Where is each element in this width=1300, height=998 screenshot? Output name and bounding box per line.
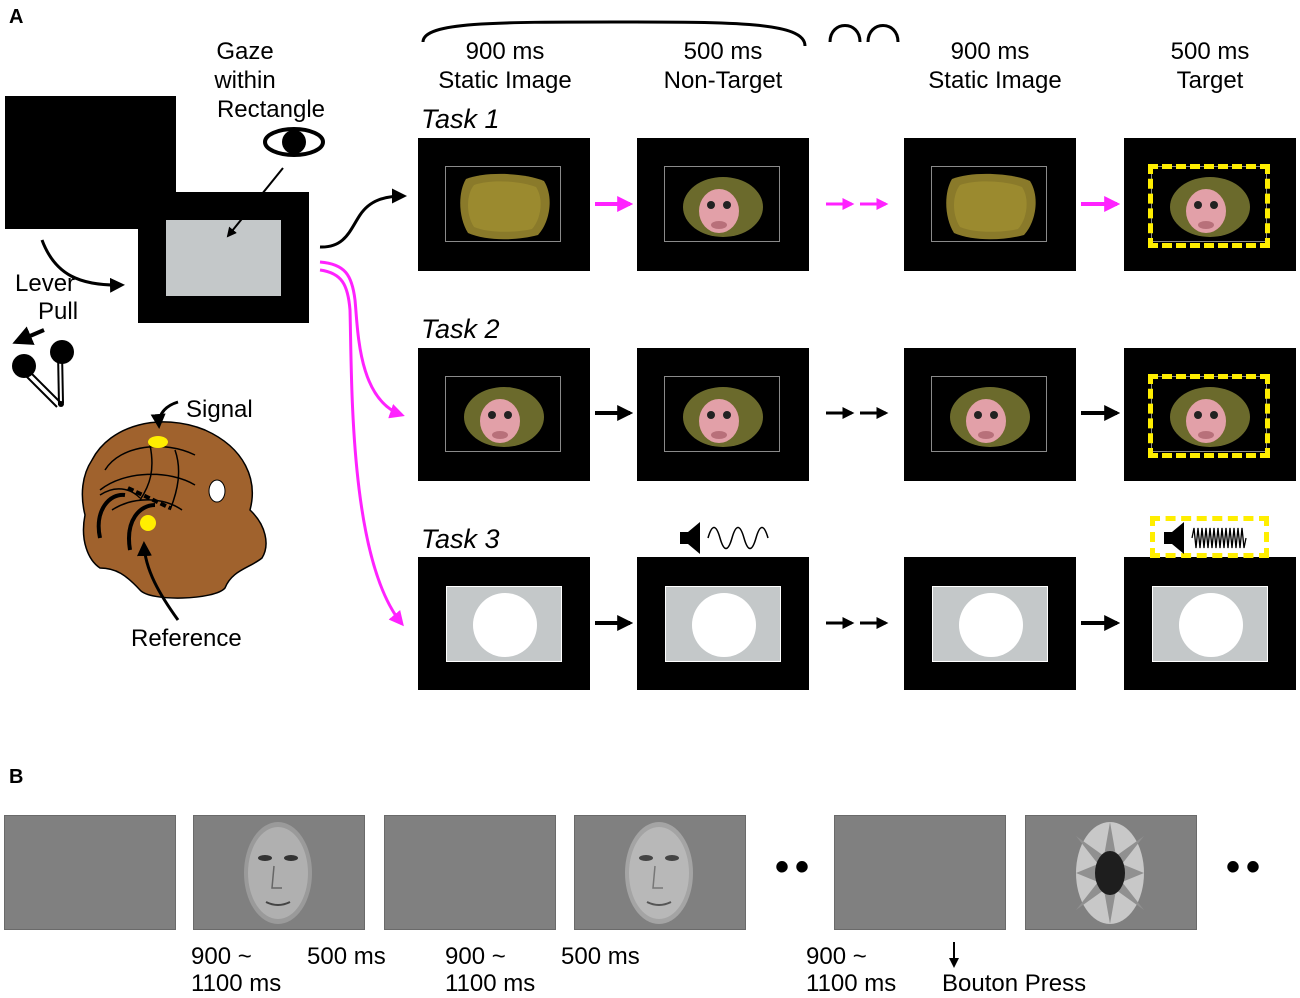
- speaker-high-tone-icon: [1164, 522, 1247, 554]
- b-timing-3-line1: 900 ~: [445, 943, 506, 970]
- signal-label: Signal: [186, 396, 253, 423]
- task3-static-frame-2: [904, 557, 1076, 690]
- header-2-duration: 500 ms: [683, 38, 763, 65]
- task2-static-frame: [418, 348, 590, 481]
- header-3-desc: Static Image: [928, 67, 1062, 94]
- b-timing-1-line2: 1100 ms: [191, 970, 282, 997]
- panel-a-letter: A: [9, 6, 24, 28]
- panel-b-letter: B: [9, 766, 24, 788]
- target-highlight: [1148, 374, 1270, 458]
- white-disc: [1179, 593, 1243, 657]
- b-timing-1-line1: 900 ~: [191, 943, 252, 970]
- branch-arrow-task1: [319, 188, 407, 249]
- target-sound-highlight: [1150, 516, 1269, 558]
- task3-nontarget-frame: [637, 557, 809, 690]
- reference-label: Reference: [131, 625, 242, 652]
- fixation-screen: [138, 192, 309, 323]
- header-2-desc: Non-Target: [663, 67, 783, 94]
- monkey-face-icon: [950, 387, 1030, 447]
- gaze-rectangle: [166, 220, 281, 296]
- header-1-desc: Static Image: [438, 67, 572, 94]
- white-disc: [692, 593, 756, 657]
- branch-arrow-task3: [319, 268, 404, 627]
- human-face-icon: [625, 822, 693, 924]
- setup-drawings: [12, 127, 407, 627]
- gaze-label-line3: Rectangle: [216, 96, 326, 123]
- monkey-face-icon: [683, 387, 763, 447]
- signal-arrow: [150, 400, 179, 429]
- lever-icon: [12, 326, 74, 408]
- task2-static-frame-2: [904, 348, 1076, 481]
- ellipsis-dots-1: ••: [775, 845, 816, 889]
- lever-pull-arrow: [40, 239, 125, 293]
- scrambled-image-icon: [946, 173, 1036, 240]
- ellipsis-dots-2: ••: [1226, 845, 1267, 889]
- b-timing-5-line2: 1100 ms: [806, 970, 897, 997]
- flower-target-icon: [1076, 822, 1144, 924]
- task-2-label: Task 2: [421, 314, 500, 344]
- eye-icon: [263, 127, 325, 157]
- target-flower-screen: [1025, 815, 1197, 930]
- bouton-press-label: Bouton Press: [942, 970, 1087, 997]
- branch-arrow-task2: [319, 260, 405, 419]
- task-3-label: Task 3: [421, 524, 500, 554]
- lever-label-line1: Lever: [15, 270, 76, 297]
- face-screen-2: [574, 815, 746, 930]
- b-timing-3-line2: 1100 ms: [445, 970, 536, 997]
- b-timing-5-line1: 900 ~: [806, 943, 867, 970]
- header-4-duration: 500 ms: [1170, 38, 1250, 65]
- gaze-label-line1: Gaze: [216, 38, 274, 65]
- b-timing-2-line1: 500 ms: [307, 943, 386, 970]
- task2-nontarget-frame: [637, 348, 809, 481]
- face-screen-1: [193, 815, 365, 930]
- down-arrow-icon: [949, 942, 959, 968]
- reference-arrow: [136, 541, 180, 621]
- monkey-face-icon: [464, 387, 544, 447]
- monkey-face-icon: [1170, 387, 1250, 447]
- task3-target-frame: [1124, 557, 1296, 690]
- target-highlight: [1148, 164, 1270, 248]
- blank-gray-screen-2: [384, 815, 556, 930]
- speaker-tone-icon: [680, 522, 769, 554]
- task1-static-frame-2: [904, 138, 1076, 271]
- task1-target-frame: [1124, 138, 1296, 271]
- blank-gray-screen-3: [834, 815, 1006, 930]
- task2-target-frame: [1124, 348, 1296, 481]
- white-disc: [473, 593, 537, 657]
- gaze-pointer-arrow: [226, 167, 284, 238]
- task3-static-frame: [418, 557, 590, 690]
- timing-brace: [421, 20, 900, 47]
- scrambled-image-icon: [460, 173, 550, 240]
- header-4-desc: Target: [1176, 67, 1244, 94]
- task1-static-frame: [418, 138, 590, 271]
- monkey-face-icon: [683, 177, 763, 237]
- monkey-face-icon: [1170, 177, 1250, 237]
- b-timing-4-line1: 500 ms: [561, 943, 640, 970]
- task1-nontarget-frame: [637, 138, 809, 271]
- sequence-arrows: [595, 196, 1121, 631]
- task-1-label: Task 1: [421, 104, 500, 134]
- header-1-duration: 900 ms: [465, 38, 545, 65]
- gaze-label-line2: within: [214, 67, 276, 94]
- lever-label-line2: Pull: [38, 298, 79, 325]
- human-face-icon: [244, 822, 312, 924]
- white-disc: [959, 593, 1023, 657]
- header-3-duration: 900 ms: [950, 38, 1030, 65]
- monkey-head-icon: [81, 421, 267, 599]
- blank-gray-screen-1: [4, 815, 176, 930]
